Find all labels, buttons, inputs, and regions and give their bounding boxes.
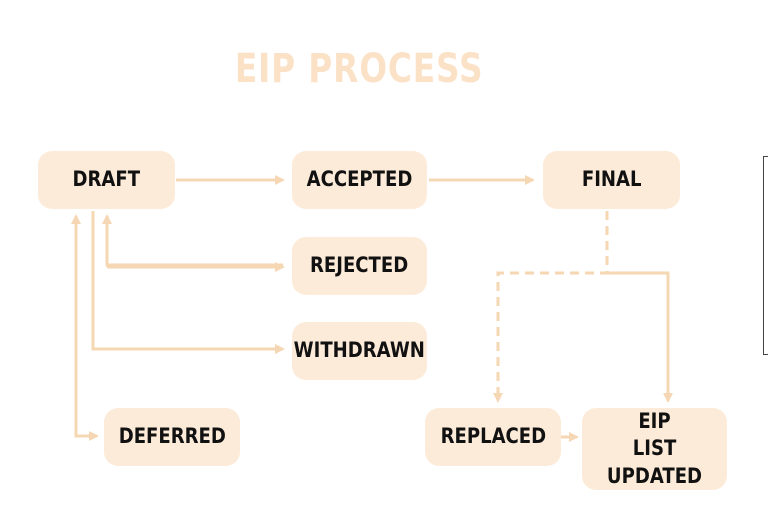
node-replaced: REPLACED — [425, 408, 561, 466]
edge-draft-to-withdrawn — [91, 211, 285, 354]
node-final: FINAL — [543, 151, 680, 209]
node-accepted-label: ACCEPTED — [306, 167, 413, 192]
edge-final-to-replaced — [493, 211, 609, 403]
node-accepted: ACCEPTED — [292, 151, 427, 209]
page-title: EIP PROCESS — [234, 46, 484, 92]
node-replaced-label: REPLACED — [440, 424, 546, 449]
side-panel-edge — [763, 156, 768, 355]
node-deferred-label: DEFERRED — [118, 424, 226, 449]
node-eip-list-updated: EIP LIST UPDATED — [582, 408, 727, 490]
node-rejected: REJECTED — [292, 237, 427, 295]
node-rejected-label: REJECTED — [310, 253, 409, 278]
node-withdrawn: WITHDRAWN — [292, 322, 427, 380]
node-final-label: FINAL — [581, 167, 642, 192]
node-draft-label: DRAFT — [72, 167, 141, 192]
edge-final-to-eip-list-updated — [607, 271, 673, 403]
edge-rejected-to-draft — [102, 214, 283, 267]
node-draft: DRAFT — [38, 151, 175, 209]
node-withdrawn-label: WITHDRAWN — [293, 338, 426, 363]
node-eip-list-updated-label: EIP LIST UPDATED — [606, 409, 703, 488]
node-deferred: DEFERRED — [104, 408, 240, 466]
